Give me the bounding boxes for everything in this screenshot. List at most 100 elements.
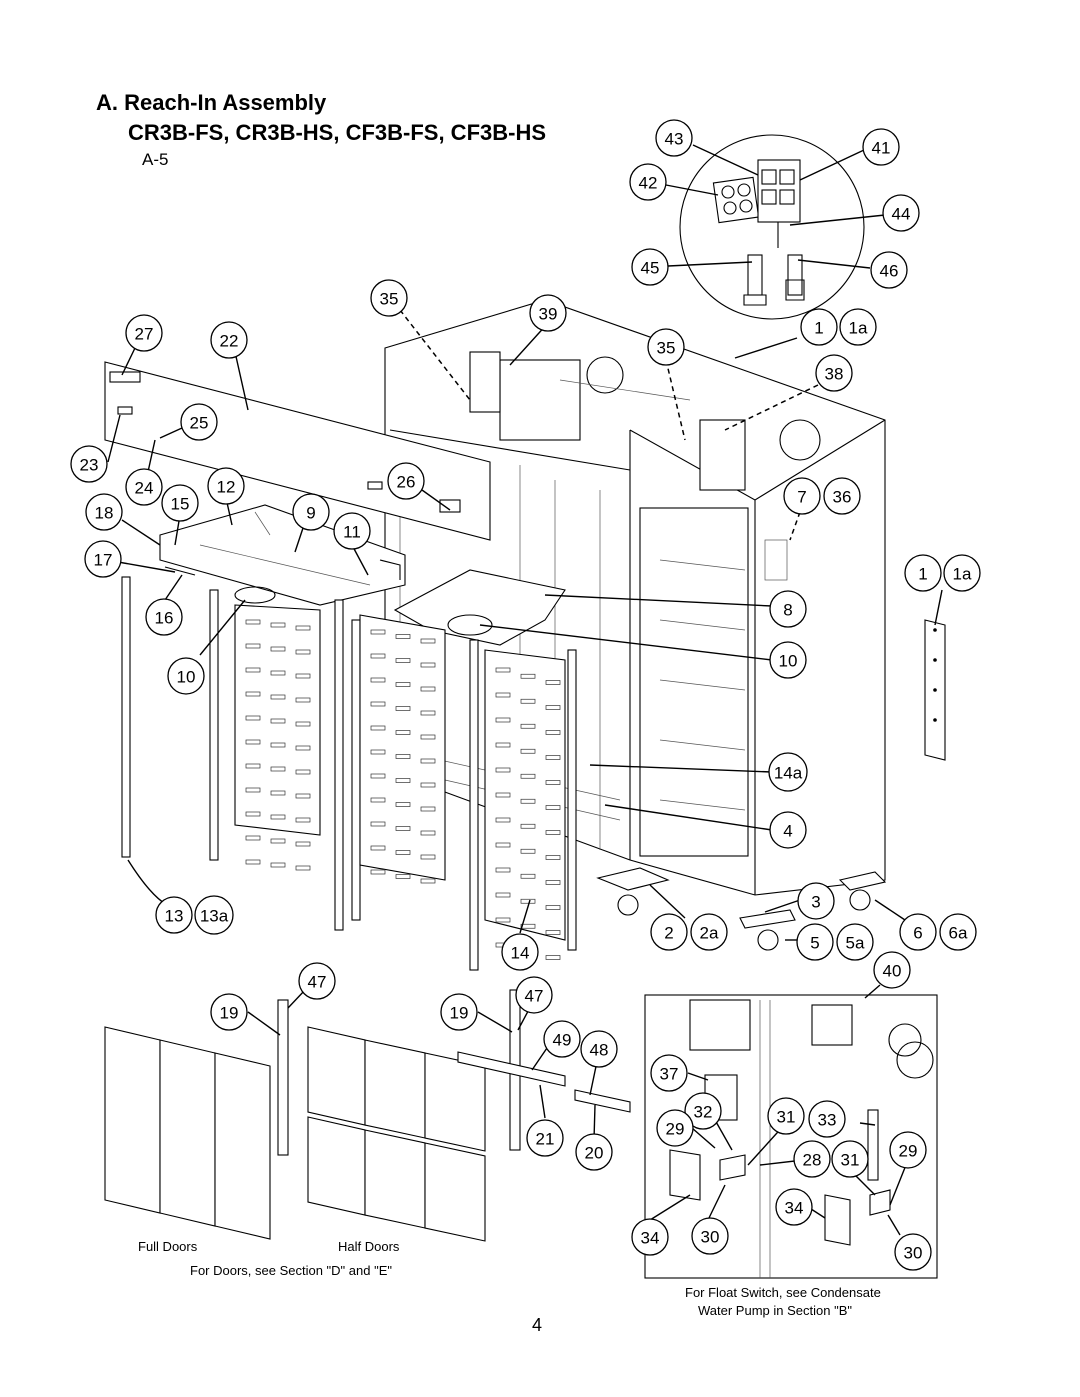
callout-circle — [631, 1218, 669, 1256]
callout-c27: 27 — [125, 314, 163, 352]
panel-slot — [520, 898, 536, 904]
callout-label: 30 — [904, 1244, 923, 1263]
callout-c6a: 6a — [939, 913, 977, 951]
panel-slot — [420, 662, 436, 668]
callout-label: 43 — [665, 130, 684, 149]
callout-label: 5 — [810, 934, 819, 953]
panel-slot — [295, 673, 311, 679]
callout-c5a: 5a — [836, 923, 874, 961]
callout-label: 5a — [846, 934, 865, 953]
callout-circle — [125, 468, 163, 506]
panel-slot — [395, 730, 411, 735]
panel-slot — [370, 653, 386, 659]
panel-slot — [420, 710, 436, 716]
callout-label: 14a — [774, 764, 803, 783]
callout-label: 33 — [818, 1111, 837, 1130]
panel-slot — [520, 848, 536, 854]
callout-c6: 6 — [899, 913, 937, 951]
callout-label: 6a — [949, 924, 968, 943]
callout-c48: 48 — [580, 1030, 618, 1068]
callout-c18: 18 — [85, 493, 123, 531]
panel-slot — [545, 755, 561, 760]
callout-circle — [210, 321, 248, 359]
callout-c29a: 29 — [656, 1109, 694, 1147]
callout-c47a: 47 — [298, 962, 336, 1000]
callout-circle — [333, 512, 371, 550]
callout-label: 34 — [785, 1199, 804, 1218]
panel-slot — [395, 826, 411, 831]
callout-c13: 13 — [155, 896, 193, 934]
float-switch-note-line1: For Float Switch, see Condensate — [685, 1285, 881, 1300]
panel-slot — [495, 842, 511, 848]
panel-slot — [420, 878, 436, 884]
callout-circle — [808, 1100, 846, 1138]
callout-label: 34 — [641, 1229, 660, 1248]
panel-slot — [420, 758, 436, 764]
panel-slot — [545, 805, 561, 810]
panel-slot — [270, 742, 286, 748]
callout-label: 13a — [200, 907, 229, 926]
panel-slot — [395, 658, 411, 663]
panel-slot — [295, 793, 311, 799]
callout-label: 2a — [700, 924, 719, 943]
callout-label: 39 — [539, 305, 558, 324]
callout-label: 48 — [590, 1041, 609, 1060]
leader-lines — [107, 144, 943, 1236]
panel-slot — [245, 811, 261, 817]
callout-circle — [515, 976, 553, 1014]
panel-slot — [245, 859, 261, 865]
callout-circle — [387, 462, 425, 500]
callout-circle — [145, 598, 183, 636]
callout-c34b: 34 — [631, 1218, 669, 1256]
callout-label: 10 — [779, 652, 798, 671]
callout-c44: 44 — [882, 194, 920, 232]
callout-circle — [870, 251, 908, 289]
panel-slot — [245, 763, 261, 769]
callout-c24: 24 — [125, 468, 163, 506]
callout-c2a: 2a — [690, 913, 728, 951]
callout-label: 27 — [135, 325, 154, 344]
callout-label: 10 — [177, 668, 196, 687]
callout-label: 31 — [777, 1108, 796, 1127]
panel-slot — [370, 797, 386, 803]
callout-label: 1 — [918, 565, 927, 584]
callout-circle — [501, 933, 539, 971]
panel-slot — [370, 845, 386, 851]
callout-label: 3 — [811, 893, 820, 912]
panel-slot — [420, 638, 436, 644]
end-panel-strip — [924, 619, 946, 761]
panel-slot — [245, 787, 261, 793]
callout-c30a: 30 — [691, 1217, 729, 1255]
panel-slot — [370, 821, 386, 827]
callout-label: 8 — [783, 601, 792, 620]
panel-slot — [420, 830, 436, 836]
panel-slot — [495, 867, 511, 873]
model-list: CR3B-FS, CR3B-HS, CF3B-FS, CF3B-HS — [128, 120, 547, 145]
callout-label: 45 — [641, 259, 660, 278]
panel-slot — [295, 625, 311, 631]
panel-slot — [295, 745, 311, 751]
callout-c37: 37 — [650, 1054, 688, 1092]
callout-circle — [684, 1092, 722, 1130]
callout-label: 25 — [190, 414, 209, 433]
callout-label: 15 — [171, 495, 190, 514]
callout-circle — [839, 308, 877, 346]
panel-slot — [295, 865, 311, 871]
panel-slot — [495, 742, 511, 748]
panel-slot — [495, 792, 511, 798]
panel-slot — [245, 667, 261, 673]
panel-slot — [295, 769, 311, 775]
panel-slot — [270, 622, 286, 628]
callout-c19b: 19 — [440, 993, 478, 1031]
rack-uprights — [121, 576, 577, 971]
panel-slot — [270, 766, 286, 772]
callout-label: 1 — [814, 319, 823, 338]
panel-slot — [545, 855, 561, 860]
callout-circle — [629, 163, 667, 201]
callout-c3: 3 — [797, 882, 835, 920]
panel-slot — [395, 802, 411, 807]
callout-c26: 26 — [387, 462, 425, 500]
callout-circle — [796, 923, 834, 961]
